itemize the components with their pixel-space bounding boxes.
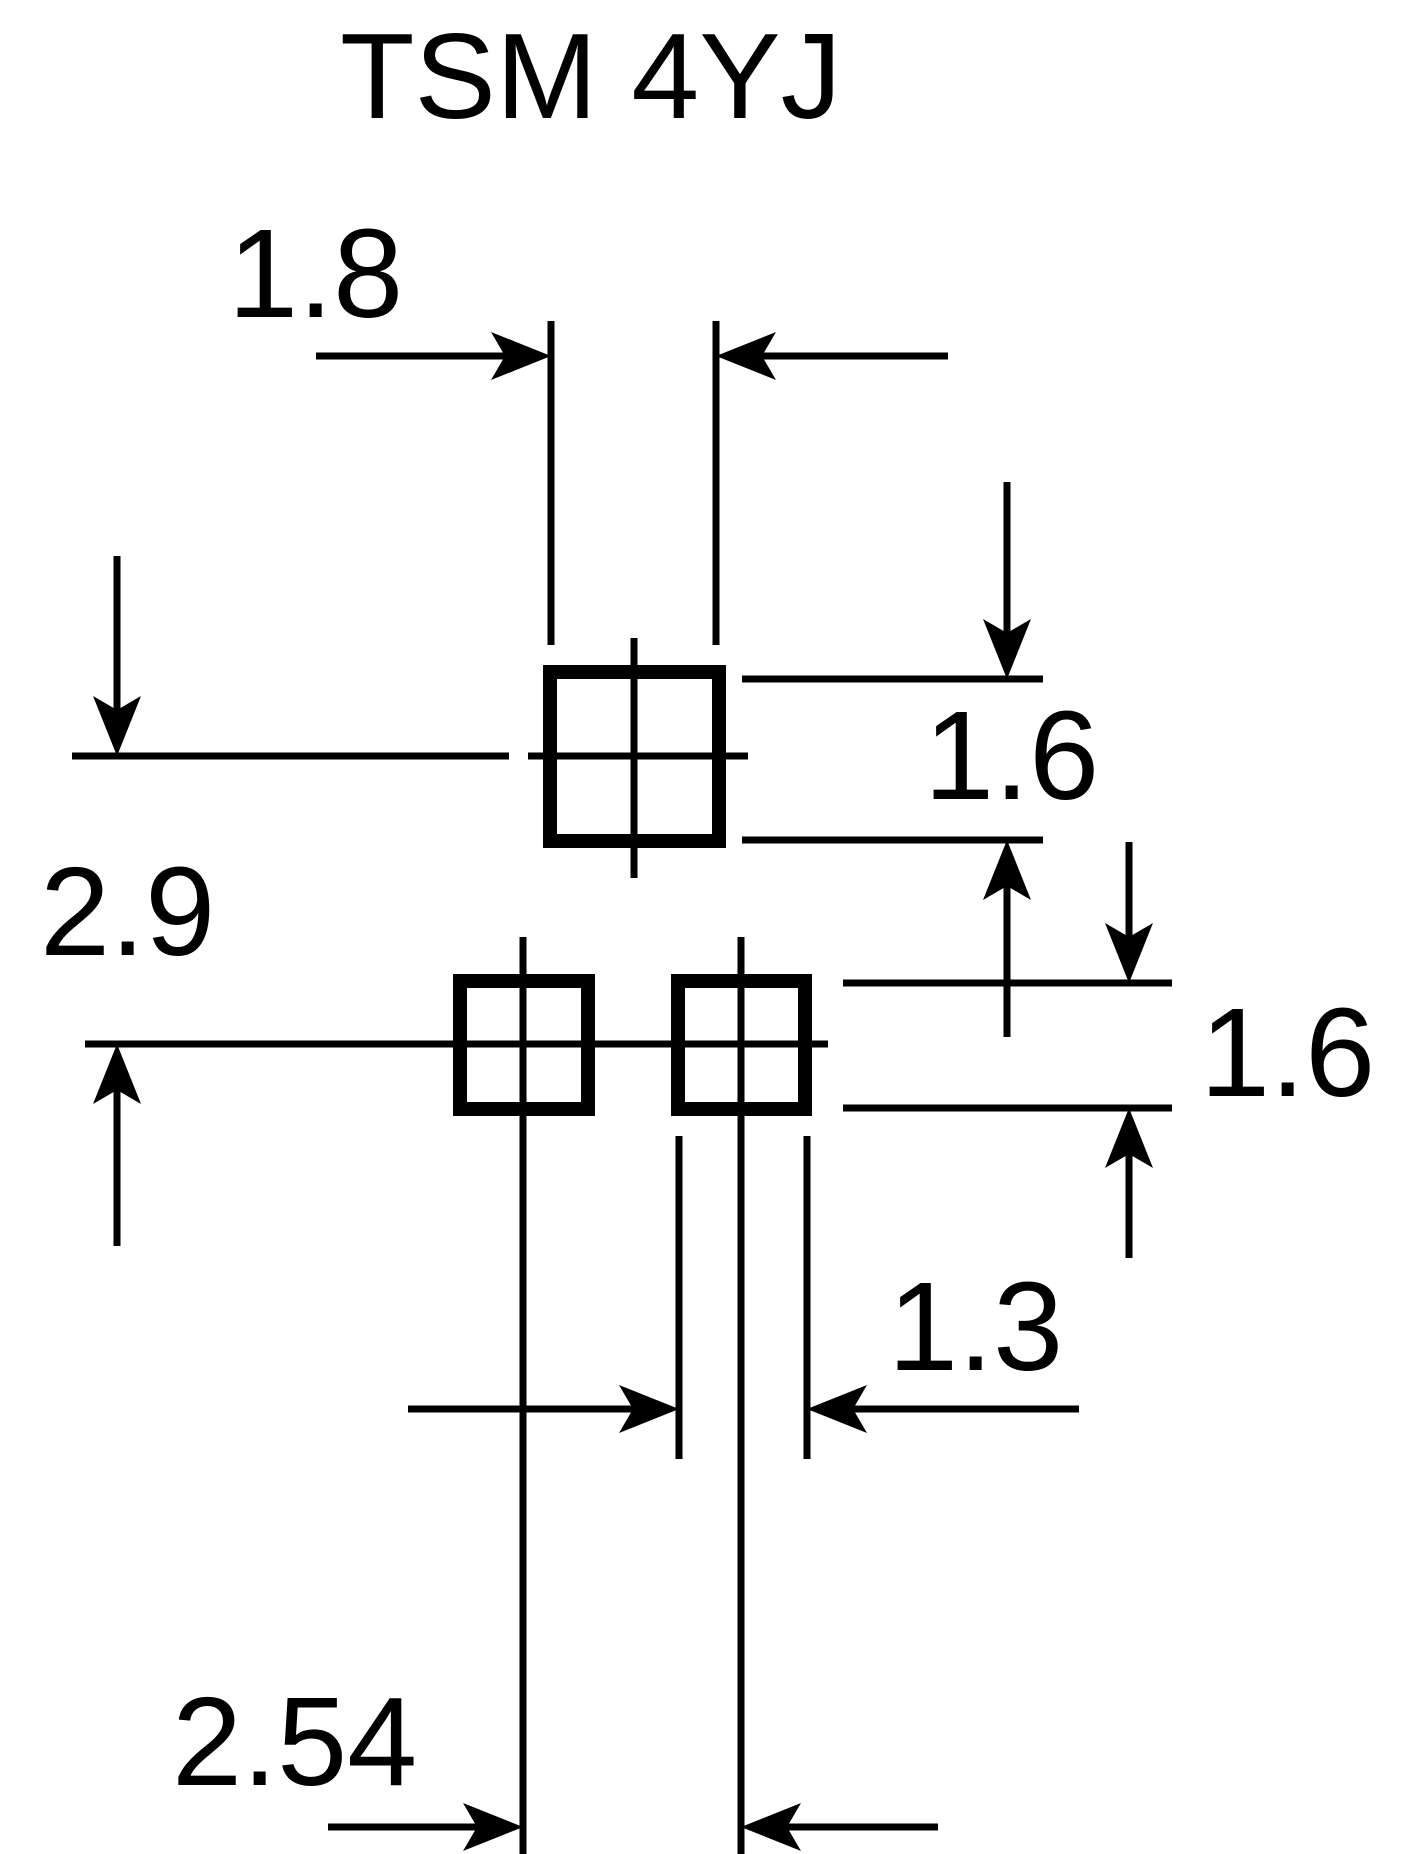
bottom-pad-right [671, 937, 812, 1854]
arrow-left-icon [716, 332, 776, 380]
dimension-2-54-label: 2.54 [172, 1671, 417, 1812]
dimension-1-6-bottom: 1.6 [843, 842, 1375, 1258]
bottom-pad-left [453, 937, 595, 1854]
dimension-1-3: 1.3 [408, 1136, 1079, 1459]
dimension-1-3-label: 1.3 [888, 1256, 1063, 1397]
arrow-left-icon [807, 1385, 867, 1433]
arrow-up-icon [983, 840, 1031, 900]
dimension-1-6-top-label: 1.6 [924, 685, 1099, 826]
arrow-down-icon [1105, 923, 1153, 983]
dimension-1-6-top: 1.6 [742, 482, 1099, 1037]
arrow-down-icon [93, 696, 141, 756]
arrow-up-icon [93, 1044, 141, 1104]
dimension-2-9-label: 2.9 [40, 841, 215, 982]
arrow-right-icon [463, 1803, 523, 1851]
drawing-title: TSM 4YJ [340, 8, 842, 144]
dimension-1-8: 1.8 [228, 203, 948, 645]
dimension-2-9: 2.9 [40, 556, 828, 1246]
top-pad [528, 638, 748, 878]
arrow-right-icon [619, 1385, 679, 1433]
arrow-up-icon [1105, 1108, 1153, 1168]
dimension-2-54: 2.54 [172, 1671, 938, 1851]
arrow-left-icon [741, 1803, 801, 1851]
arrow-down-icon [983, 619, 1031, 679]
arrow-right-icon [491, 332, 551, 380]
dimension-1-8-label: 1.8 [228, 203, 403, 344]
dimension-1-6-bottom-label: 1.6 [1200, 982, 1375, 1123]
